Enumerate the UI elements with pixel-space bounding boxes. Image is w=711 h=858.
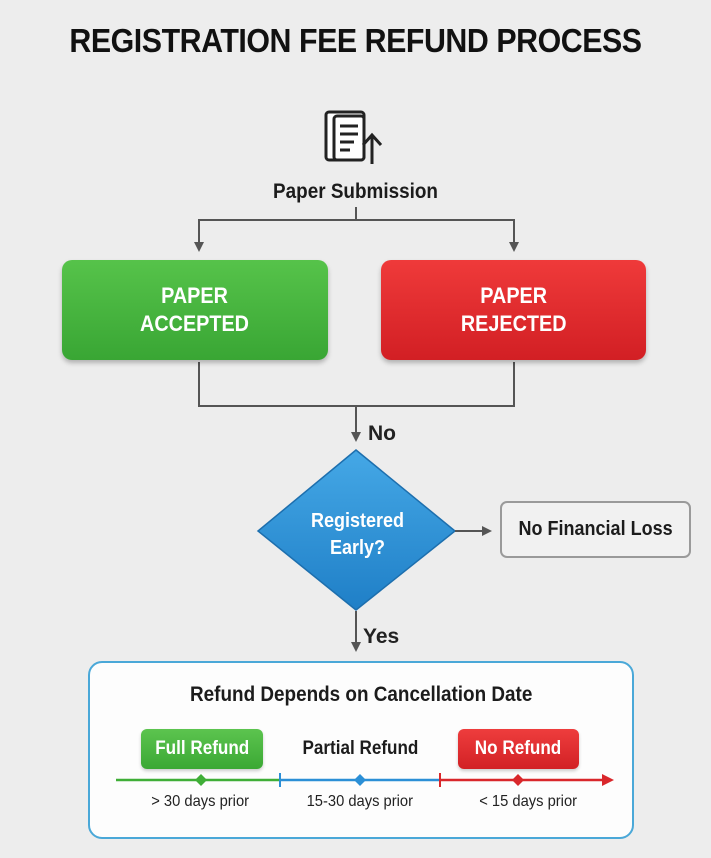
tick-label-over-30: > 30 days prior (151, 793, 249, 810)
accepted-line1: PAPER (161, 283, 229, 308)
decision-text: Registered Early? (270, 508, 445, 562)
refund-panel-title: Refund Depends on Cancellation Date (189, 683, 533, 706)
partial-refund-label: Partial Refund (302, 738, 418, 759)
no-edge-label: No (368, 422, 396, 445)
split-connector-right (356, 219, 519, 252)
no-refund-badge: No Refund (458, 729, 579, 769)
page-title: REGISTRATION FEE REFUND PROCESS (69, 22, 642, 59)
document-upload-icon (320, 110, 386, 168)
accepted-line2: ACCEPTED (140, 311, 250, 336)
no-financial-loss-label: No Financial Loss (518, 518, 673, 540)
yes-edge-label: Yes (363, 625, 400, 648)
paper-accepted-box: PAPER ACCEPTED (62, 260, 328, 360)
timeline-marker-red (512, 774, 524, 786)
timeline-marker-green (195, 774, 207, 786)
decision-line1: Registered (310, 510, 405, 532)
merge-connector (198, 362, 515, 407)
cancellation-timeline (116, 773, 614, 787)
rejected-line2: REJECTED (460, 311, 567, 336)
decision-line2: Early? (329, 537, 386, 559)
timeline-marker-blue (354, 774, 366, 786)
refund-panel: Refund Depends on Cancellation Date Full… (88, 661, 634, 839)
paper-rejected-box: PAPER REJECTED (381, 260, 646, 360)
paper-submission-label: Paper Submission (273, 180, 438, 203)
decision-diamond (256, 449, 457, 611)
timeline-arrowhead (602, 774, 614, 786)
split-connector (194, 207, 357, 252)
rejected-line1: PAPER (480, 283, 547, 308)
no-financial-loss-box: No Financial Loss (500, 501, 691, 558)
tick-label-15-30: 15-30 days prior (306, 793, 414, 810)
tick-label-under-15: < 15 days prior (479, 793, 577, 810)
full-refund-badge: Full Refund (141, 729, 263, 769)
